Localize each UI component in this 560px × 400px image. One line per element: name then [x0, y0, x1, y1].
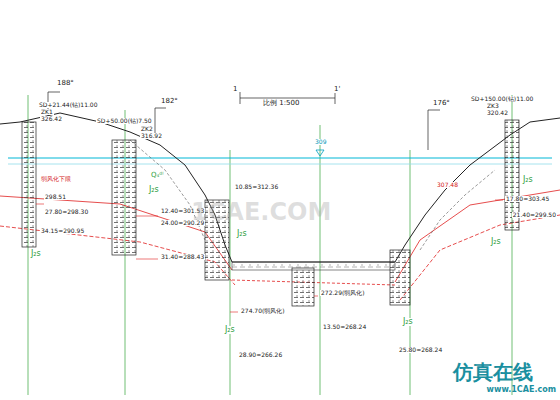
elevation-label: 298.51	[44, 194, 67, 200]
slope-line	[420, 170, 495, 250]
stratum-code: J₂s	[148, 186, 160, 194]
elevation-label: 10.85=312.36	[234, 184, 279, 190]
elevation-label: 320.42	[486, 110, 509, 116]
watermark: www.1CAE.com	[486, 386, 557, 394]
borehole-column	[22, 120, 519, 306]
borehole-axis	[28, 95, 512, 395]
elevation-label: 274.70(弱风化)	[240, 308, 286, 314]
elevation-label: 弱风化下限	[40, 176, 72, 182]
elevation-label: ZK3	[486, 103, 500, 109]
elevation-label: 1	[232, 86, 238, 93]
elevation-label: 182°	[160, 98, 179, 105]
elevation-label: 27.80=298.30	[44, 209, 89, 215]
watermark: 1CAE.COM	[190, 200, 332, 224]
ground-profile	[0, 113, 560, 262]
stratum-code: J₂s	[224, 326, 236, 334]
elevation-label: 176°	[432, 100, 451, 107]
elevation-label: 1'	[333, 86, 341, 93]
elevation-label: SD+50.00(钻)7.50	[96, 118, 153, 124]
elevation-label: 21.40=299.50	[512, 212, 557, 218]
water-level-mark	[316, 150, 324, 156]
elevation-label: 28.90=266.26	[238, 352, 283, 358]
elevation-label: 307.48	[436, 182, 459, 188]
elevation-label: 34.15=290.95	[40, 228, 85, 234]
stratum-code: J₂s	[236, 230, 248, 238]
elevation-label: 31.40=288.43	[160, 254, 205, 260]
elevation-label: 13.50=268.24	[322, 324, 367, 330]
water-line	[8, 158, 552, 159]
elevation-label: 25.80=268.24	[398, 347, 443, 353]
stratum-code: J₂s	[490, 238, 502, 246]
scale-title: 比例 1:500	[262, 100, 300, 107]
slope-line	[130, 140, 205, 240]
weathering-line	[0, 190, 560, 300]
elevation-label: ZK1	[40, 109, 54, 115]
elevation-label: 309	[314, 139, 327, 145]
elevation-label: 188°	[56, 80, 75, 87]
stratum-code: J₂s	[522, 176, 534, 184]
stratum-code: J₂s	[30, 250, 42, 258]
elevation-label: 316.92	[140, 133, 163, 139]
watermark: 仿真在线	[452, 362, 534, 382]
elevation-label: SD+150.00(钻)11.00	[470, 96, 534, 102]
elevation-label: ZK2	[140, 126, 154, 132]
elevation-label: 326.42	[40, 116, 63, 122]
leader-line	[36, 200, 503, 312]
orientation-flag	[48, 92, 440, 150]
stratum-code: J₂s	[402, 318, 414, 326]
elevation-label: SD+21.44(钻)11.00	[38, 102, 99, 108]
stratum-code: Q₄ᵈˡ	[150, 172, 164, 179]
elevation-label: 17.80=303.45	[505, 196, 550, 202]
elevation-label: 272.29(弱风化)	[320, 290, 366, 296]
